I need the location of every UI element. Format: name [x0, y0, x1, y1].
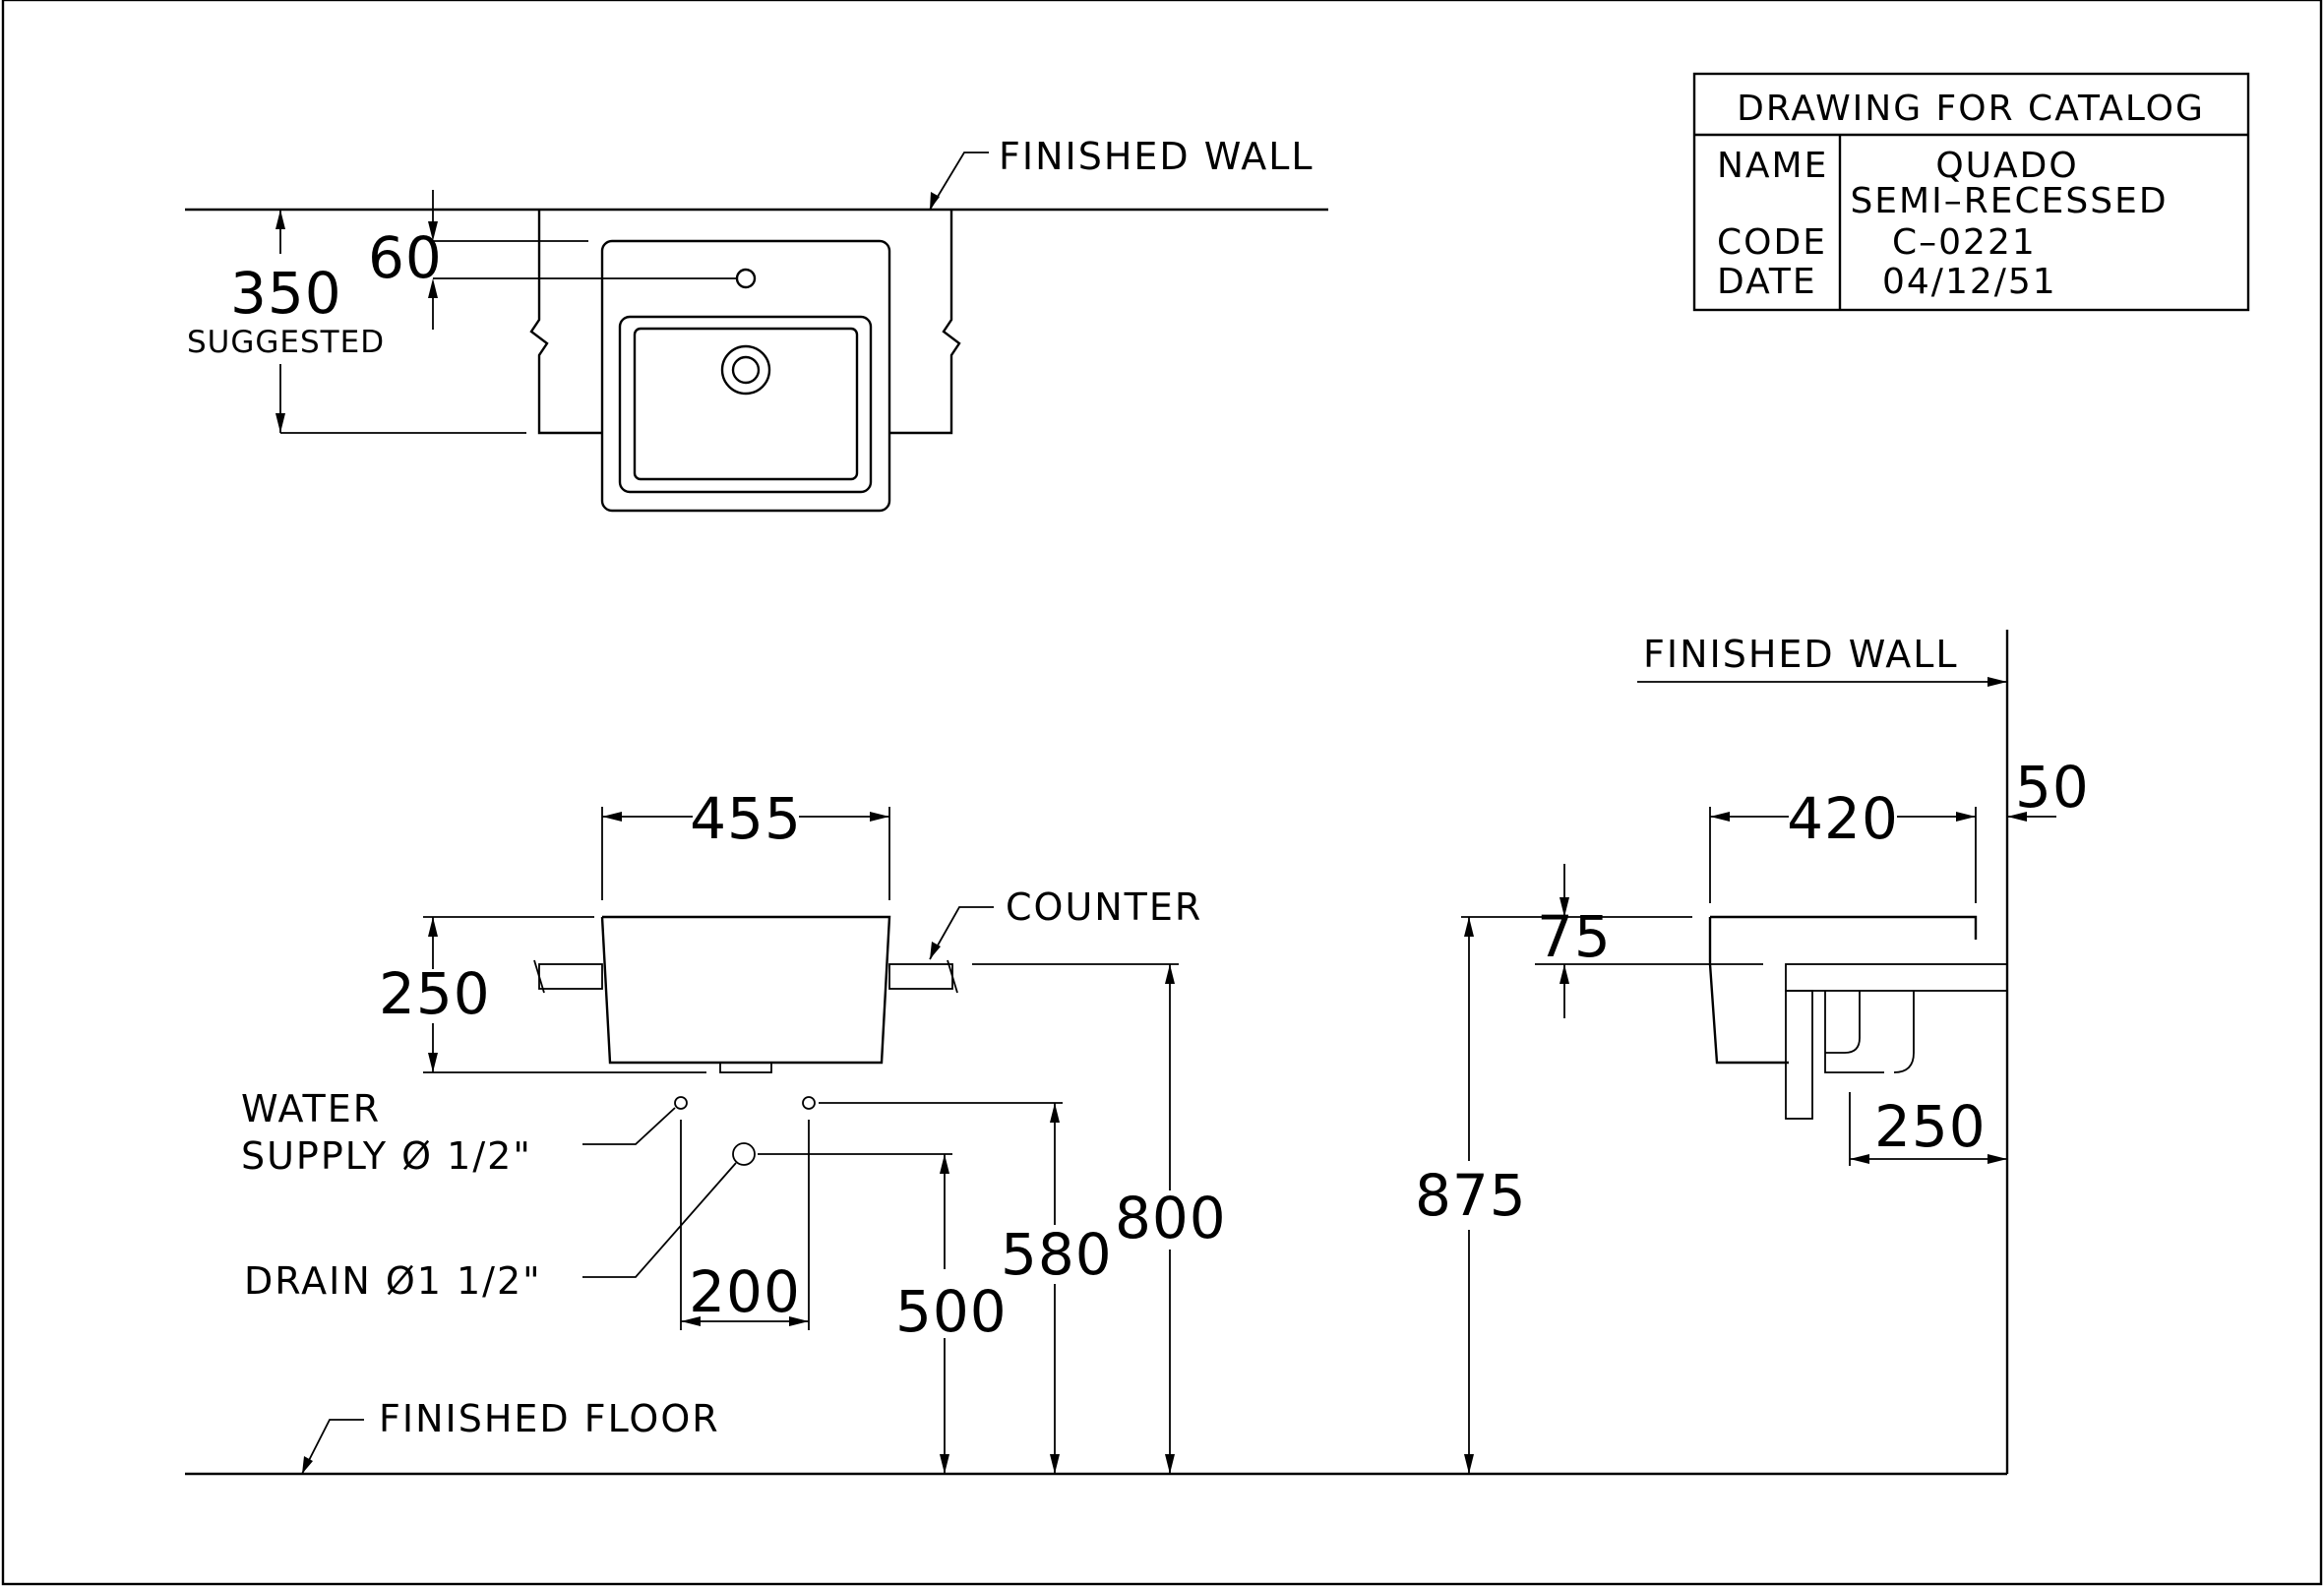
date-label: DATE	[1717, 262, 1817, 302]
code-value: C–0221	[1892, 222, 2037, 263]
title-heading: DRAWING FOR CATALOG	[1737, 89, 2205, 129]
name-value-line2: SEMI–RECESSED	[1850, 181, 2168, 221]
front-view: 455 COUNTER 250 WATER SUPPLY Ø 1/2" DRA	[241, 785, 1227, 1474]
plan-suggested: SUGGESTED	[187, 325, 385, 360]
water-supply-line2: SUPPLY Ø 1/2"	[241, 1134, 532, 1178]
plan-dim-350: 350	[230, 260, 342, 327]
plan-view: FINISHED WALL 60 350 SUGGESTED	[185, 135, 1328, 513]
side-dim-250: 250	[1874, 1093, 1987, 1160]
drain-label: DRAIN Ø1 1/2"	[244, 1259, 542, 1303]
side-wall-label: FINISHED WALL	[1643, 633, 1959, 676]
plan-dim-60: 60	[368, 224, 443, 291]
code-label: CODE	[1717, 222, 1827, 263]
side-dim-50: 50	[2015, 754, 2090, 821]
title-block: DRAWING FOR CATALOG NAME QUADO SEMI–RECE…	[1692, 72, 2250, 312]
side-view: FINISHED WALL 50 420 75	[1415, 630, 2090, 1474]
front-dim-455: 455	[690, 785, 802, 852]
name-value-line1: QUADO	[1935, 146, 2078, 186]
counter-label: COUNTER	[1006, 885, 1202, 929]
front-dim-200: 200	[689, 1258, 801, 1325]
plan-wall-label: FINISHED WALL	[999, 135, 1315, 178]
front-dim-800: 800	[1115, 1185, 1227, 1251]
floor-label: FINISHED FLOOR	[379, 1397, 720, 1440]
front-dim-250: 250	[379, 960, 491, 1027]
side-dim-875: 875	[1415, 1162, 1527, 1229]
side-dim-420: 420	[1787, 785, 1899, 852]
name-label: NAME	[1717, 146, 1828, 186]
side-dim-75: 75	[1537, 903, 1612, 970]
date-value: 04/12/51	[1882, 262, 2057, 302]
water-supply-line1: WATER	[241, 1087, 381, 1130]
front-dim-500: 500	[895, 1278, 1008, 1345]
finished-floor: FINISHED FLOOR	[185, 1397, 2007, 1476]
front-dim-580: 580	[1001, 1221, 1113, 1288]
